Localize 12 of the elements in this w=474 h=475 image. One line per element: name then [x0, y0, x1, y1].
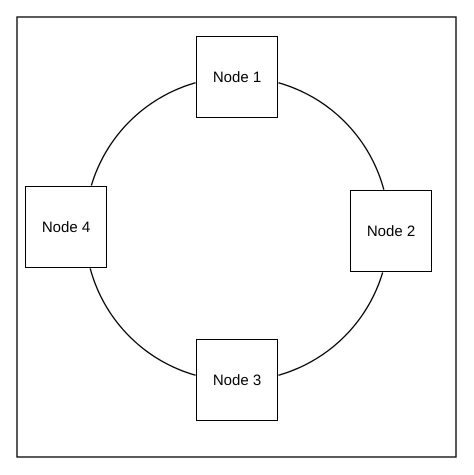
node-box: [25, 186, 107, 268]
node-label: Node 4: [42, 218, 90, 236]
node-label: Node 1: [212, 68, 262, 86]
connector-arc: [90, 82, 196, 186]
node-box: [350, 190, 432, 272]
connector-arc: [90, 268, 196, 376]
connector-arc: [278, 82, 384, 190]
node-box: [196, 36, 278, 118]
node-box: [196, 339, 278, 421]
node-label: Node 2: [366, 222, 416, 240]
connector-arc: [278, 272, 384, 376]
node-label: Node 3: [212, 372, 262, 388]
